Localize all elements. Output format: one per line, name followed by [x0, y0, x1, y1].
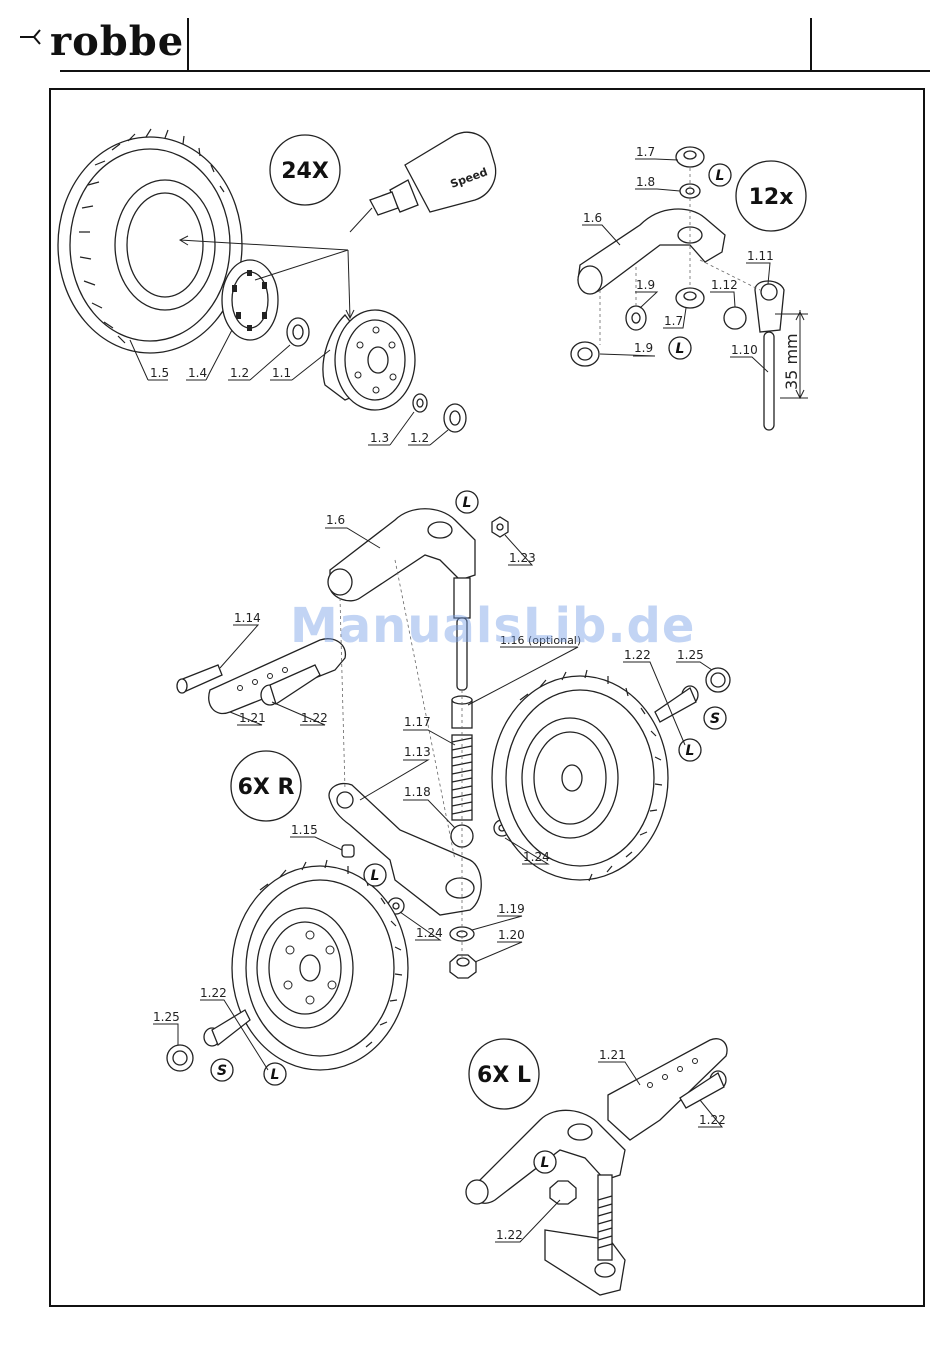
svg-text:1.9: 1.9	[636, 278, 655, 292]
rim-1-1	[323, 310, 415, 410]
svg-text:L: L	[716, 168, 725, 184]
pin-1-10-clamp-1-11	[755, 281, 784, 430]
svg-text:1.19: 1.19	[498, 902, 525, 916]
nut-1-20	[450, 955, 476, 978]
badge-12x: 12x	[736, 161, 806, 231]
badge-6x-r: 6X R	[231, 751, 301, 821]
svg-text:1.8: 1.8	[636, 175, 655, 189]
tyre-1-5	[58, 129, 242, 353]
cap-1-25-b	[167, 1045, 193, 1071]
svg-text:1.21: 1.21	[599, 1048, 626, 1062]
svg-text:L: L	[541, 1155, 550, 1171]
svg-text:1.10: 1.10	[731, 343, 758, 357]
qty-6x-r: 6X R	[238, 775, 295, 800]
svg-text:1.21: 1.21	[239, 711, 266, 725]
svg-text:1.6: 1.6	[583, 211, 602, 225]
spacer-1-16	[452, 696, 472, 728]
svg-text:1.22: 1.22	[496, 1228, 523, 1242]
svg-text:1.24: 1.24	[523, 850, 550, 864]
cap-1-25-a	[706, 668, 730, 692]
svg-text:1.7: 1.7	[664, 314, 683, 328]
svg-text:1.14: 1.14	[234, 611, 261, 625]
badge-6x-l: 6X L	[469, 1039, 539, 1109]
screw-1-22-b	[655, 686, 698, 722]
label-1-1: 1.1	[272, 366, 291, 380]
svg-text:1.15: 1.15	[291, 823, 318, 837]
badge-24x: 24X	[270, 135, 340, 205]
label-1-5: 1.5	[150, 366, 169, 380]
svg-text:S: S	[217, 1063, 227, 1079]
dimension-label: 35 mm	[782, 333, 801, 390]
strut-left	[466, 1110, 625, 1295]
screw-1-22-c	[204, 1010, 250, 1046]
bearing-1-7-bottom	[676, 288, 704, 308]
bushing-1-9-b	[571, 342, 599, 366]
svg-text:1.23: 1.23	[509, 551, 536, 565]
symbols-sec4: L	[534, 1151, 556, 1173]
qty-6x-l: 6X L	[477, 1063, 531, 1088]
svg-text:L: L	[371, 868, 380, 884]
bearing-1-7-top	[676, 147, 704, 167]
svg-text:1.9: 1.9	[634, 341, 653, 355]
ball-1-12	[724, 307, 746, 329]
svg-text:1.20: 1.20	[498, 928, 525, 942]
spacer-1-3	[413, 394, 427, 412]
label-1-4: 1.4	[188, 366, 207, 380]
label-1-3: 1.3	[370, 431, 389, 445]
watermark: ManualsLib.de	[290, 598, 695, 654]
spring-1-17	[452, 735, 472, 820]
bearing-1-2-a	[287, 318, 309, 346]
svg-text:1.18: 1.18	[404, 785, 431, 799]
nut-left	[550, 1181, 576, 1204]
bushing-1-9-a	[626, 306, 646, 330]
svg-text:1.12: 1.12	[711, 278, 738, 292]
bearing-1-2-b	[444, 404, 466, 432]
label-1-2-b: 1.2	[410, 431, 429, 445]
hub-insert-1-4	[222, 260, 278, 340]
wheel-left	[232, 860, 408, 1070]
svg-text:1.11: 1.11	[747, 249, 774, 263]
qty-24x: 24X	[281, 159, 329, 184]
svg-text:1.7: 1.7	[636, 145, 655, 159]
glue-bottle: Speed	[350, 132, 496, 232]
svg-text:1.6: 1.6	[326, 513, 345, 527]
svg-text:1.22: 1.22	[699, 1113, 726, 1127]
svg-text:1.13: 1.13	[404, 745, 431, 759]
svg-text:1.22: 1.22	[301, 711, 328, 725]
screw-1-15	[342, 845, 354, 857]
svg-text:S: S	[710, 711, 720, 727]
label-1-2-a: 1.2	[230, 366, 249, 380]
svg-text:1.17: 1.17	[404, 715, 431, 729]
svg-text:L: L	[676, 341, 685, 357]
svg-text:L: L	[463, 495, 472, 511]
svg-text:1.22: 1.22	[200, 986, 227, 1000]
nut-1-23	[492, 517, 508, 537]
svg-text:1.24: 1.24	[416, 926, 443, 940]
svg-text:1.25: 1.25	[153, 1010, 180, 1024]
svg-text:L: L	[686, 743, 695, 759]
wheel-right	[492, 670, 668, 881]
qty-12x: 12x	[749, 185, 794, 210]
svg-text:L: L	[271, 1067, 280, 1083]
